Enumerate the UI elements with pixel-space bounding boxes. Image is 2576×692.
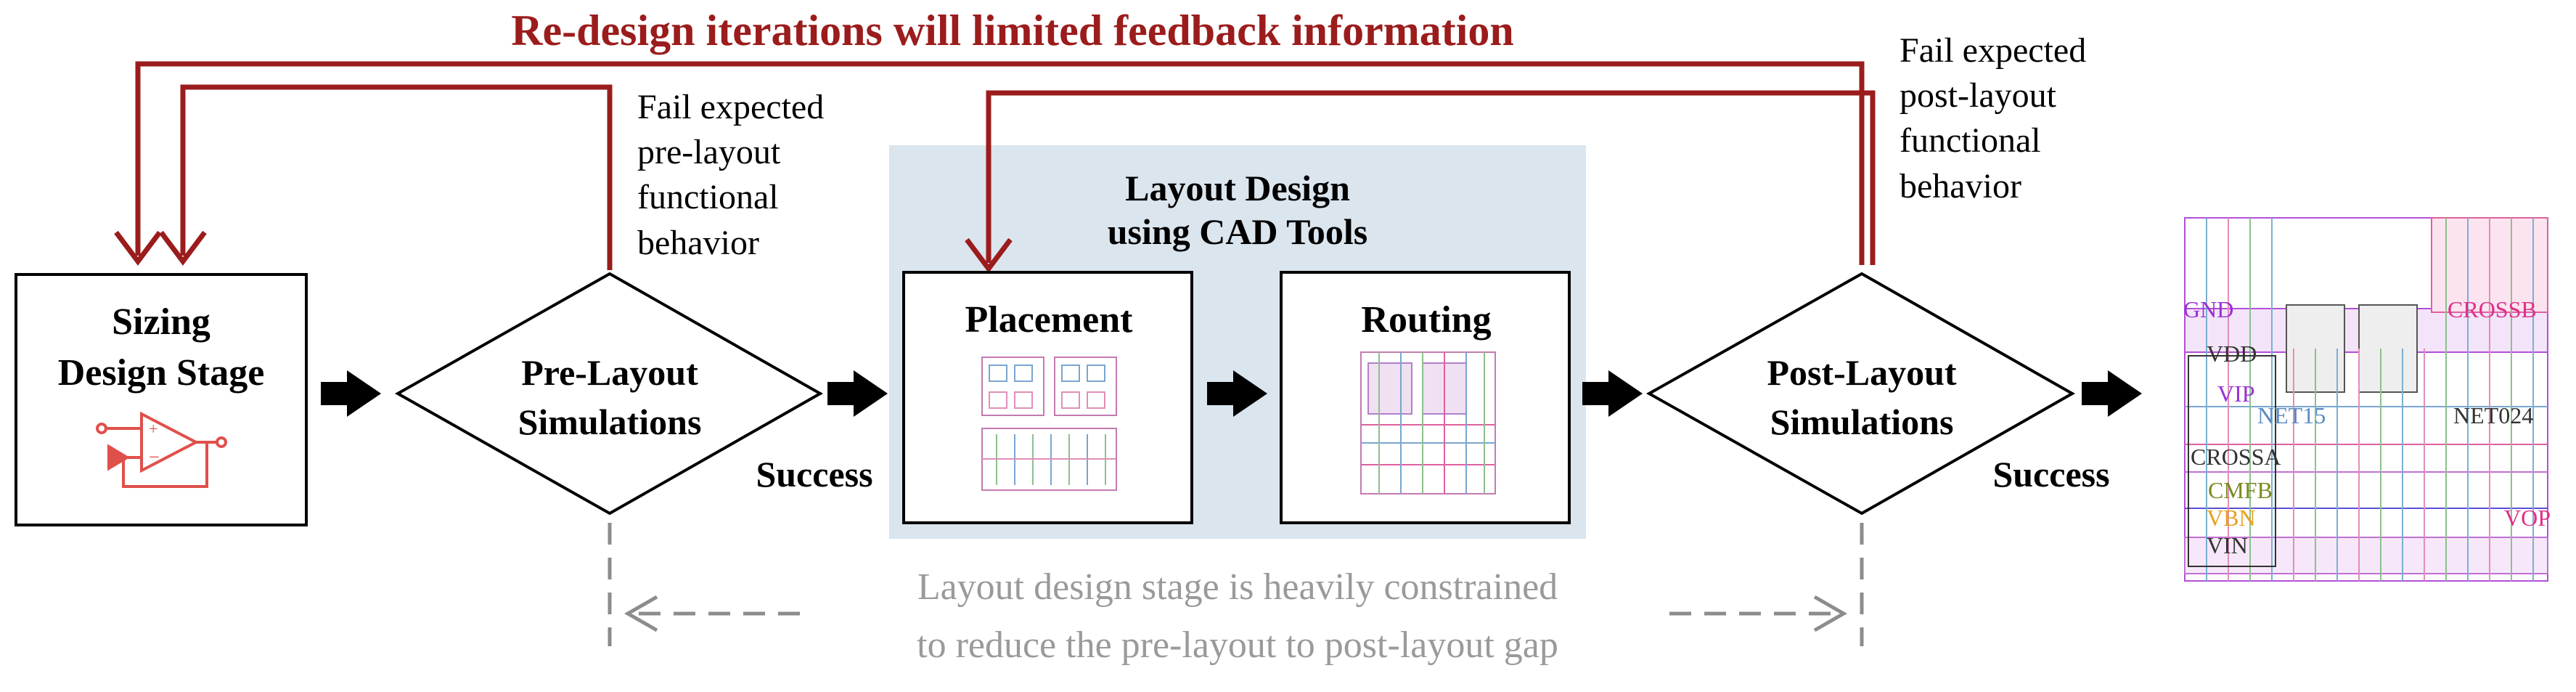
post-layout-sim-diamond[interactable]	[1645, 272, 2076, 516]
layout-label-net15: NET15	[2257, 402, 2326, 428]
outer-feedback-loop	[114, 61, 1865, 266]
fail-post-layout-note: Fail expected post-layout functional beh…	[1900, 31, 2086, 205]
layout-design-title-line1: Layout Design	[1125, 168, 1350, 208]
svg-text:Fail expected: Fail expected	[637, 88, 824, 126]
svg-text:functional: functional	[637, 178, 779, 216]
flow-arrow-5	[2082, 370, 2142, 417]
svg-text:Fail expected: Fail expected	[1900, 31, 2086, 70]
constraint-arrowheads	[623, 595, 1848, 632]
svg-text:−: −	[149, 447, 160, 468]
layout-label-vip: VIP	[2217, 380, 2255, 407]
layout-label-cmfb: CMFB	[2208, 477, 2273, 503]
placement-label: Placement	[965, 299, 1133, 341]
success-label-2: Success	[1992, 454, 2109, 494]
success-label-1: Success	[756, 454, 872, 494]
constraint-note-line2: to reduce the pre-layout to post-layout …	[917, 624, 1558, 666]
layout-label-vdd: VDD	[2207, 341, 2257, 367]
final-layout-image: GND CROSSB VDD VIP NET15 NET024 CROSSA C…	[2178, 211, 2555, 588]
placement-box[interactable]	[902, 271, 1193, 524]
pre-sim-line2: Simulations	[518, 402, 702, 442]
layout-label-crossa: CROSSA	[2191, 444, 2281, 470]
routing-label: Routing	[1361, 299, 1491, 341]
op-amp-icon: + −	[96, 411, 227, 488]
svg-text:behavior: behavior	[1900, 167, 2021, 205]
post-sim-line1: Post-Layout	[1767, 352, 1956, 393]
post-layout-feedback-loop	[965, 90, 1876, 273]
svg-text:pre-layout: pre-layout	[637, 133, 781, 171]
layout-label-gnd: GND	[2183, 296, 2233, 322]
layout-label-net024: NET024	[2453, 402, 2533, 428]
routing-layout-thumbnail	[1360, 351, 1496, 494]
post-sim-line2: Simulations	[1770, 402, 1954, 442]
layout-label-vop: VOP	[2504, 505, 2551, 531]
svg-text:functional: functional	[1900, 121, 2041, 160]
sizing-design-stage-box[interactable]	[15, 273, 308, 526]
sizing-label-line1: Sizing	[112, 301, 210, 343]
flow-arrow-2	[827, 370, 888, 417]
pre-layout-sim-diamond[interactable]	[394, 272, 824, 516]
flow-arrow-3	[1207, 370, 1267, 417]
svg-text:+: +	[149, 420, 158, 438]
pre-layout-feedback-loop	[159, 84, 613, 270]
placement-layout-thumbnail	[981, 357, 1117, 491]
layout-label-crossb: CROSSB	[2448, 296, 2537, 322]
constraint-dashed-indicator	[608, 523, 1864, 646]
layout-label-vbn: VBN	[2207, 505, 2256, 531]
svg-text:post-layout: post-layout	[1900, 76, 2057, 115]
svg-text:behavior: behavior	[637, 224, 759, 262]
flow-arrow-4	[1582, 370, 1643, 417]
sizing-label-line2: Design Stage	[58, 352, 265, 394]
layout-design-title-line2: using CAD Tools	[1108, 211, 1368, 252]
pre-sim-line1: Pre-Layout	[521, 352, 698, 393]
feedback-title: Re-design iterations will limited feedba…	[511, 7, 1514, 54]
layout-label-vin: VIN	[2207, 532, 2248, 558]
flow-arrow-1	[321, 370, 381, 417]
fail-pre-layout-note: Fail expected pre-layout functional beha…	[637, 88, 824, 262]
constraint-note-line1: Layout design stage is heavily constrain…	[917, 566, 1558, 608]
